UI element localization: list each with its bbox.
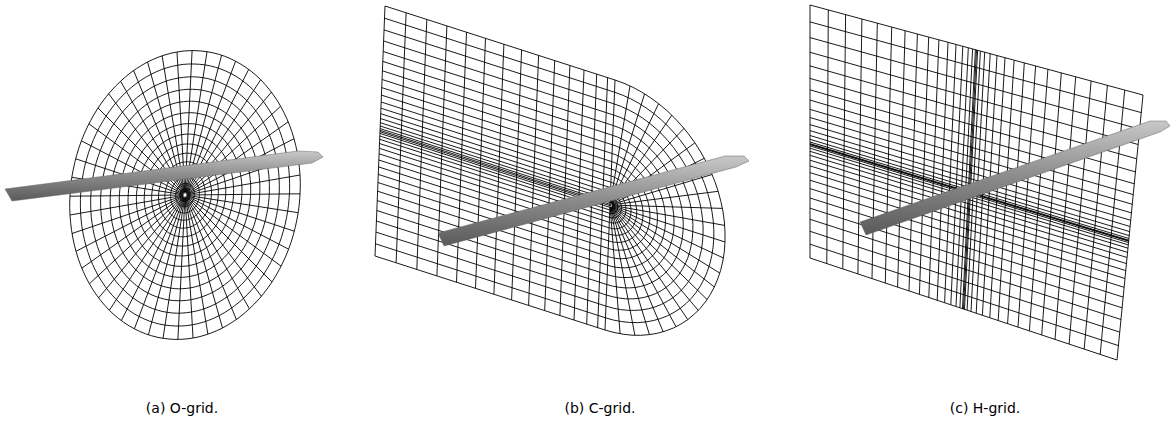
grid-line — [810, 52, 1138, 144]
grid-line — [810, 231, 1120, 332]
grid-line — [377, 61, 674, 277]
grid-line — [183, 193, 187, 198]
grid-line — [612, 207, 707, 300]
panel-caption: (c) H-grid. — [885, 400, 1085, 416]
grid-line — [187, 197, 262, 296]
grid-line — [417, 19, 427, 269]
grid-line — [101, 89, 270, 300]
grid-line — [109, 197, 183, 310]
grid-line — [810, 258, 1117, 360]
grid-line — [70, 51, 301, 340]
grid-line — [187, 196, 294, 232]
grid-line — [612, 205, 724, 225]
grid-line — [1008, 63, 1025, 324]
panel-caption: (b) C-grid. — [500, 400, 700, 416]
wing — [860, 121, 1170, 235]
grid-line — [186, 198, 223, 328]
grid-line — [72, 196, 183, 234]
grid-line — [612, 207, 688, 319]
grid-line — [810, 5, 811, 258]
grid-line — [612, 207, 698, 310]
grid-line — [529, 55, 539, 305]
grid-line — [376, 18, 714, 322]
grid-line — [810, 160, 1127, 257]
grid-line — [89, 197, 183, 284]
grid-line — [998, 60, 1014, 320]
grid-line — [91, 77, 280, 313]
grid-line — [810, 244, 1118, 345]
grid-line — [545, 61, 555, 311]
grid-line — [377, 52, 683, 288]
grid-line — [178, 198, 185, 340]
grid-line — [810, 118, 1131, 213]
grid-line — [396, 13, 406, 263]
grid-line — [512, 50, 522, 300]
panel-caption: (a) O-grid. — [82, 400, 282, 416]
grid-line — [186, 197, 249, 308]
grid-line — [80, 64, 289, 326]
grid-line — [376, 41, 693, 299]
grid-line — [476, 38, 486, 288]
grid-line — [610, 208, 620, 334]
grid-line — [187, 195, 298, 212]
grid-line — [810, 90, 1134, 184]
grid-line — [119, 113, 250, 278]
grid-line — [1018, 66, 1036, 327]
grid-line — [560, 66, 570, 316]
wing — [5, 151, 323, 201]
grid-line — [457, 32, 467, 282]
grid-line — [611, 207, 676, 326]
grid-line — [810, 5, 1143, 95]
grid-line — [810, 189, 1124, 288]
wing — [438, 156, 749, 246]
grid-line — [810, 38, 1140, 130]
grid-line — [186, 198, 236, 320]
grid-line — [375, 6, 385, 256]
wing-surfaces — [5, 121, 1170, 246]
grid-line — [494, 44, 504, 294]
grid-line — [187, 196, 281, 266]
grid-line — [134, 198, 184, 329]
grid-line — [810, 125, 1131, 221]
grid-line — [810, 166, 1127, 264]
grid-line — [810, 151, 1128, 248]
grid-line — [187, 106, 281, 193]
grid-line — [810, 219, 1121, 319]
grid-line — [70, 195, 183, 196]
grid-line — [110, 101, 260, 289]
grid-line — [121, 198, 183, 321]
grid-line — [611, 208, 650, 335]
grid-line — [187, 194, 300, 195]
grid-line — [611, 208, 635, 336]
grid-line — [187, 196, 289, 249]
grid-line — [810, 208, 1122, 308]
